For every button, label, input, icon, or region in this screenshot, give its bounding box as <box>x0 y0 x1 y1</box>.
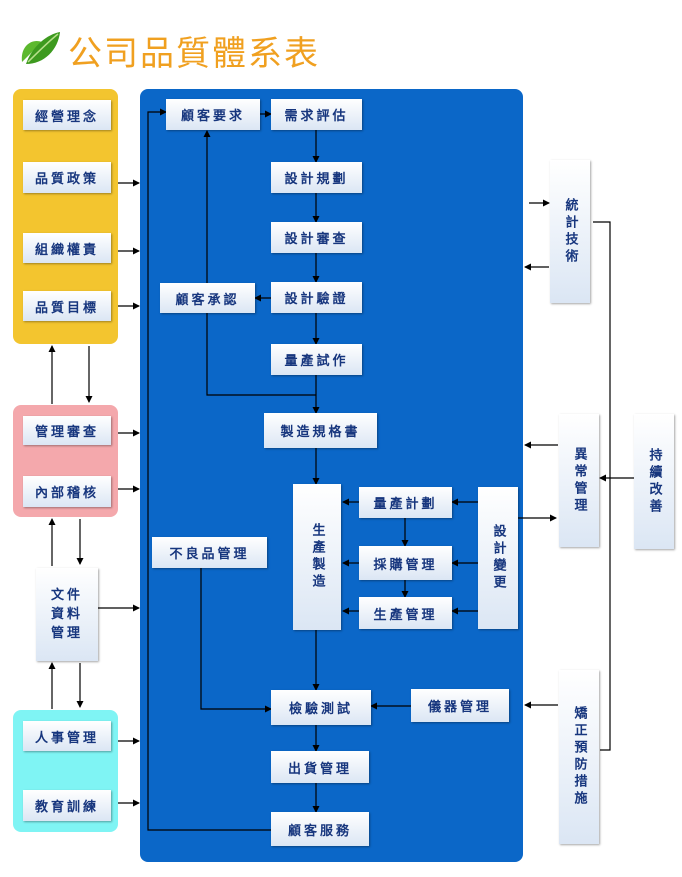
design-verification-box: 設計驗證 <box>271 282 362 313</box>
document-control-box: 文件 資料 管理 <box>36 568 98 661</box>
design-change-box: 設計變更 <box>478 487 518 629</box>
customer-service-box: 顧客服務 <box>271 812 369 846</box>
corrective-preventive-box: 矯正預防措施 <box>559 670 599 844</box>
customer-requirement-box: 顧客要求 <box>166 99 260 130</box>
procurement-management-box: 採購管理 <box>359 546 452 580</box>
defect-management-box: 不良品管理 <box>152 537 267 568</box>
instrument-management-box: 儀器管理 <box>411 689 509 722</box>
green-leaf-icon <box>21 32 60 64</box>
mass-production-plan-box: 量產計劃 <box>359 487 452 518</box>
production-management-box: 生產管理 <box>359 597 452 629</box>
trial-production-box: 量產試作 <box>271 344 362 375</box>
page-title: 公司品質體系表 <box>68 34 320 74</box>
design-planning-box: 設計規劃 <box>271 162 362 193</box>
internal-audit-box: 內部稽核 <box>23 476 111 507</box>
inspection-test-box: 檢驗測試 <box>271 690 371 725</box>
quality-policy-box: 品質政策 <box>23 162 111 193</box>
design-review-box: 設計審查 <box>271 222 362 253</box>
business-philosophy-box: 經營理念 <box>23 100 111 130</box>
shipping-management-box: 出貨管理 <box>271 751 369 783</box>
demand-evaluation-box: 需求評估 <box>271 99 362 130</box>
management-review-box: 管理審查 <box>23 416 111 445</box>
personnel-management-box: 人事管理 <box>23 721 111 751</box>
main-process-panel <box>140 89 523 862</box>
quality-objectives-box: 品質目標 <box>23 291 111 321</box>
customer-approval-box: 顧客承認 <box>160 283 255 313</box>
statistical-techniques-box: 統計技術 <box>550 160 590 303</box>
manufacturing-spec-box: 製造規格書 <box>264 413 377 448</box>
continuous-improvement-box: 持續改善 <box>634 414 674 549</box>
production-manufacturing-box: 生產製造 <box>293 484 341 630</box>
organization-duties-box: 組織權責 <box>23 233 111 263</box>
abnormality-management-box: 異常管理 <box>559 414 599 547</box>
education-training-box: 教育訓練 <box>23 790 111 821</box>
